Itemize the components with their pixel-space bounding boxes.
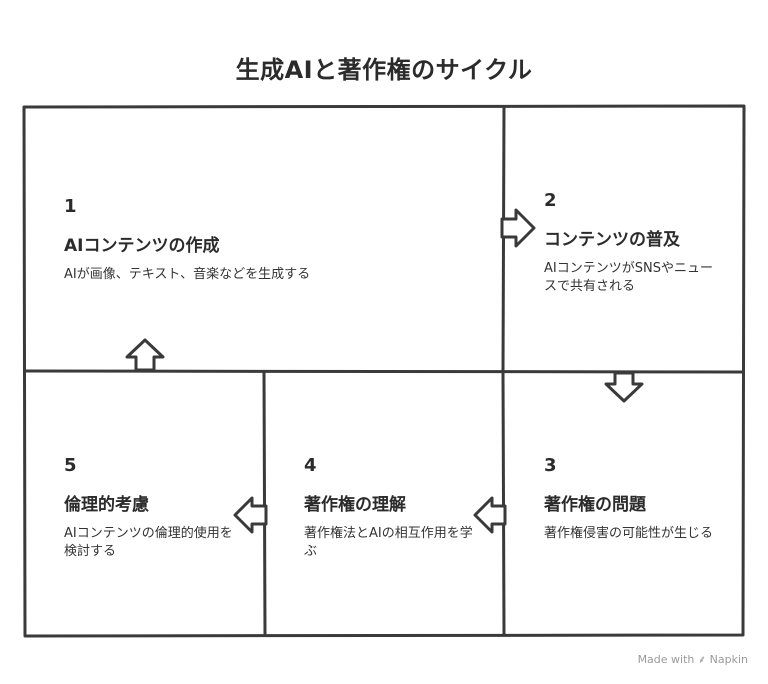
arrow-left-icon: [473, 496, 507, 534]
arrow-down-icon: [604, 371, 644, 403]
step-heading: 著作権の理解: [304, 495, 406, 515]
step-heading: コンテンツの普及: [544, 230, 680, 250]
arrow-right-icon: [500, 208, 536, 248]
step-5: 5 倫理的考慮 AIコンテンツの倫理的使用を検討する: [64, 455, 244, 561]
step-description: AIコンテンツの倫理的使用を検討する: [64, 526, 233, 559]
step-number: 3: [544, 455, 557, 476]
step-heading: AIコンテンツの作成: [64, 236, 220, 256]
vertical-divider-bottom-right: [501, 371, 506, 636]
step-1: 1 AIコンテンツの作成 AIが画像、テキスト、音楽などを生成する: [64, 196, 484, 284]
arrow-up-icon: [125, 338, 165, 372]
step-description: 著作権法とAIの相互作用を学ぶ: [304, 526, 473, 559]
step-description: AIコンテンツがSNSやニュースで共有される: [544, 261, 713, 294]
step-number: 2: [544, 190, 557, 211]
step-number: 4: [304, 455, 317, 476]
step-heading: 倫理的考慮: [64, 495, 149, 515]
step-description: AIが画像、テキスト、音楽などを生成する: [64, 267, 311, 282]
step-2: 2 コンテンツの普及 AIコンテンツがSNSやニュースで共有される: [544, 190, 724, 296]
step-description: 著作権侵害の可能性が生じる: [544, 526, 714, 541]
outer-border: [22, 104, 746, 638]
arrow-left-icon: [233, 496, 268, 534]
brand-label: Napkin: [709, 653, 748, 666]
made-with-label: Made with: [637, 653, 695, 666]
step-3: 3 著作権の問題 著作権侵害の可能性が生じる: [544, 455, 724, 543]
made-with-napkin[interactable]: Made with ⸙ Napkin: [638, 652, 748, 667]
step-number: 5: [64, 455, 77, 476]
horizontal-divider: [24, 369, 744, 374]
diagram-title: 生成AIと著作権のサイクル: [235, 56, 533, 84]
step-number: 1: [64, 196, 77, 217]
napkin-logo-icon: ⸙: [697, 653, 707, 666]
vertical-divider-top: [501, 106, 506, 373]
step-4: 4 著作権の理解 著作権法とAIの相互作用を学ぶ: [304, 455, 479, 561]
step-heading: 著作権の問題: [544, 495, 646, 515]
vertical-divider-bottom-left: [262, 371, 267, 637]
